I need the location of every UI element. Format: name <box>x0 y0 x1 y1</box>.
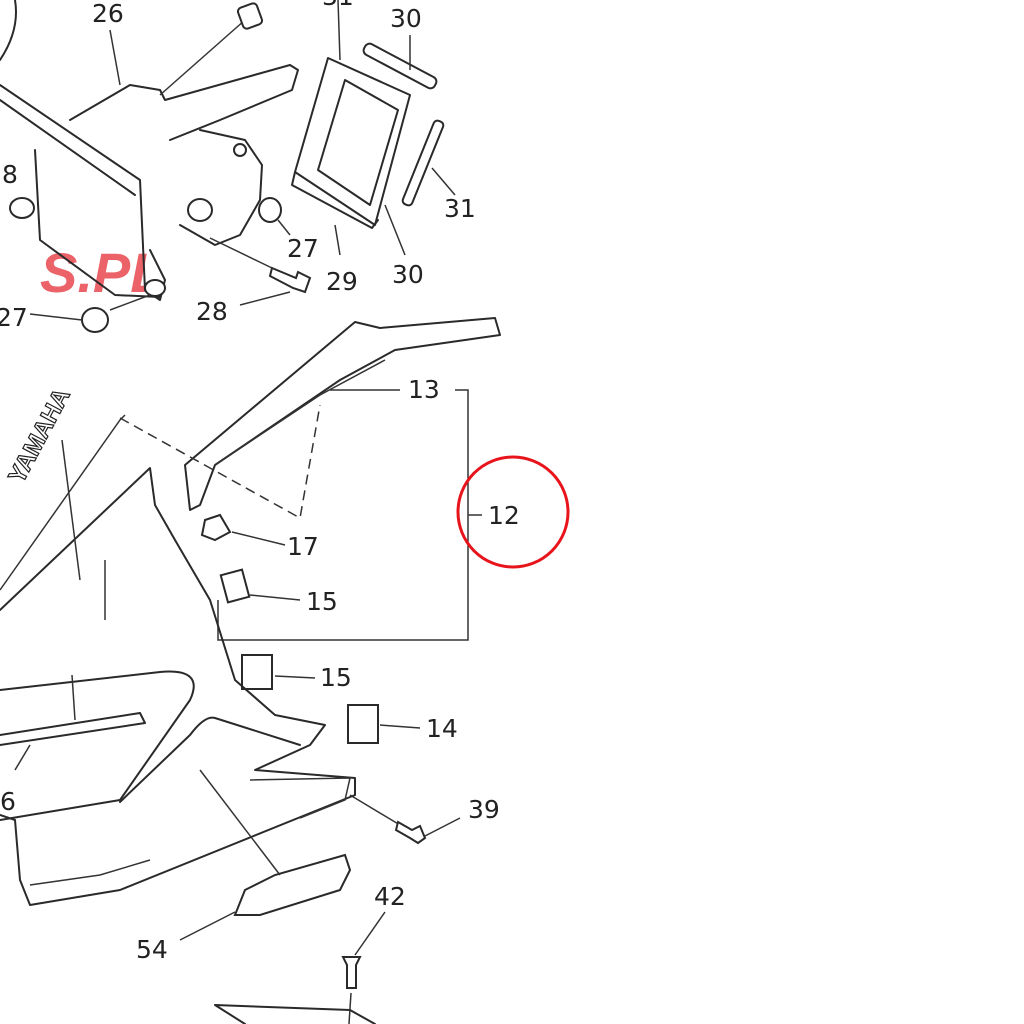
label-13: 13 <box>408 375 440 404</box>
label-8: 8 <box>2 160 18 189</box>
part-42-screw <box>341 956 362 989</box>
leader-line <box>431 167 456 196</box>
part-13-trim <box>184 317 501 511</box>
leader-line <box>337 0 341 61</box>
leader-line <box>424 817 461 837</box>
label-26: 26 <box>92 0 124 28</box>
leader-line <box>179 911 236 941</box>
label-42: 42 <box>374 882 406 911</box>
label-15-a: 15 <box>306 587 338 616</box>
part-54-emblem <box>233 853 352 916</box>
label-27: 27 <box>287 234 319 263</box>
side-cowling <box>0 414 356 906</box>
dashed-leader <box>119 404 321 520</box>
label-17: 17 <box>287 532 319 561</box>
fairing-edge <box>0 0 17 61</box>
label-27-left: 27 <box>0 303 28 332</box>
leader-line <box>199 769 281 876</box>
part-26-bracket <box>0 64 299 301</box>
leader-line <box>29 313 83 321</box>
leader-line <box>239 291 291 306</box>
part-27-grommet <box>258 197 282 223</box>
label-54: 54 <box>136 935 168 964</box>
label-29: 29 <box>326 267 358 296</box>
label-39: 39 <box>468 795 500 824</box>
leader-line <box>334 224 341 256</box>
leader-line <box>109 29 121 86</box>
part-15-nut-b <box>241 654 273 690</box>
part-28-bolt <box>268 266 312 294</box>
label-31-top: 31 <box>322 0 354 11</box>
label-28: 28 <box>196 297 228 326</box>
label-30-bottom: 30 <box>392 260 424 289</box>
lower-panel <box>214 1004 376 1024</box>
leader-line <box>349 794 401 826</box>
label-30-top: 30 <box>390 4 422 33</box>
part-31-seal <box>401 119 445 207</box>
label-14: 14 <box>426 714 458 743</box>
leader-line <box>274 675 316 679</box>
highlight-circle <box>456 455 570 569</box>
leader-line <box>384 204 406 256</box>
part-39-screw <box>394 820 427 845</box>
label-15-b: 15 <box>320 663 352 692</box>
leader-line <box>249 594 301 601</box>
grommet <box>236 2 264 30</box>
leader-line <box>231 531 286 546</box>
watermark: S.PL <box>40 241 164 304</box>
label-6: 6 <box>0 787 16 816</box>
trim-inner-line <box>214 359 386 466</box>
part-27-grommet-left <box>81 307 109 333</box>
yamaha-logo: YAMAHA <box>3 384 75 488</box>
part-30-seal-top <box>362 42 438 90</box>
leader-line <box>277 219 291 236</box>
leader-line <box>348 992 352 1024</box>
leader-line <box>159 19 246 96</box>
leader-line <box>109 294 151 311</box>
label-31: 31 <box>444 194 476 223</box>
leader-line <box>354 911 386 956</box>
group-bracket-12 <box>217 389 469 641</box>
leader-line <box>209 237 273 269</box>
leader-line <box>379 724 421 729</box>
part-29-duct <box>291 57 411 229</box>
part-15-nut <box>219 568 251 604</box>
part-17-clip <box>200 513 232 542</box>
part-14-nut <box>347 704 379 744</box>
label-12: 12 <box>488 501 520 530</box>
